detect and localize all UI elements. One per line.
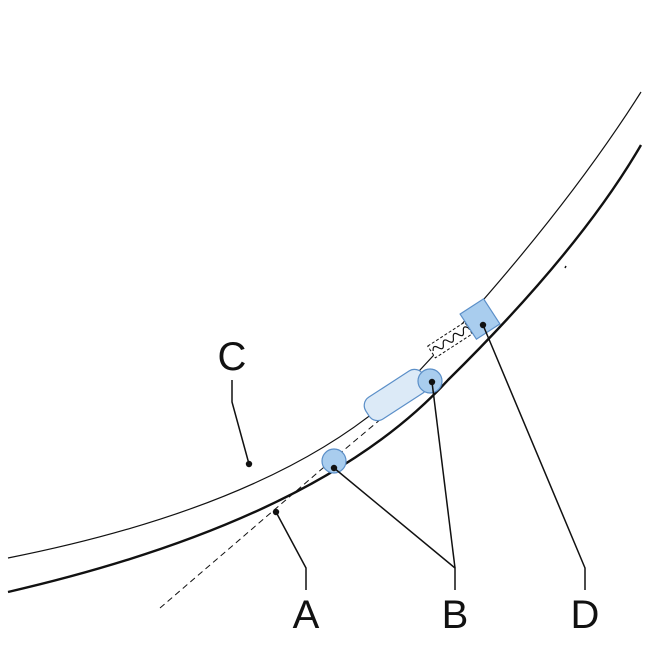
tick-mark bbox=[564, 265, 567, 269]
leader-a bbox=[275, 511, 307, 590]
dot-a bbox=[272, 508, 280, 516]
dot-b-lower bbox=[330, 464, 338, 472]
label-c: C bbox=[218, 335, 247, 379]
component-d-bracket bbox=[459, 297, 501, 341]
inner-edge-curve bbox=[7, 144, 643, 594]
dot-b-upper bbox=[428, 378, 436, 386]
label-d: D bbox=[571, 593, 600, 637]
leader-d bbox=[482, 324, 586, 590]
leader-b-upper bbox=[431, 381, 456, 569]
label-b: B bbox=[442, 593, 469, 637]
leader-c bbox=[231, 380, 250, 465]
dashed-reference-line bbox=[159, 461, 331, 609]
outer-edge-curve bbox=[7, 91, 642, 559]
label-a: A bbox=[293, 593, 320, 637]
connector-cable bbox=[427, 321, 473, 359]
leader-b-lower bbox=[333, 467, 456, 590]
dot-c bbox=[245, 460, 253, 468]
dot-d bbox=[479, 321, 487, 329]
mount-point-b-lower bbox=[321, 448, 347, 474]
